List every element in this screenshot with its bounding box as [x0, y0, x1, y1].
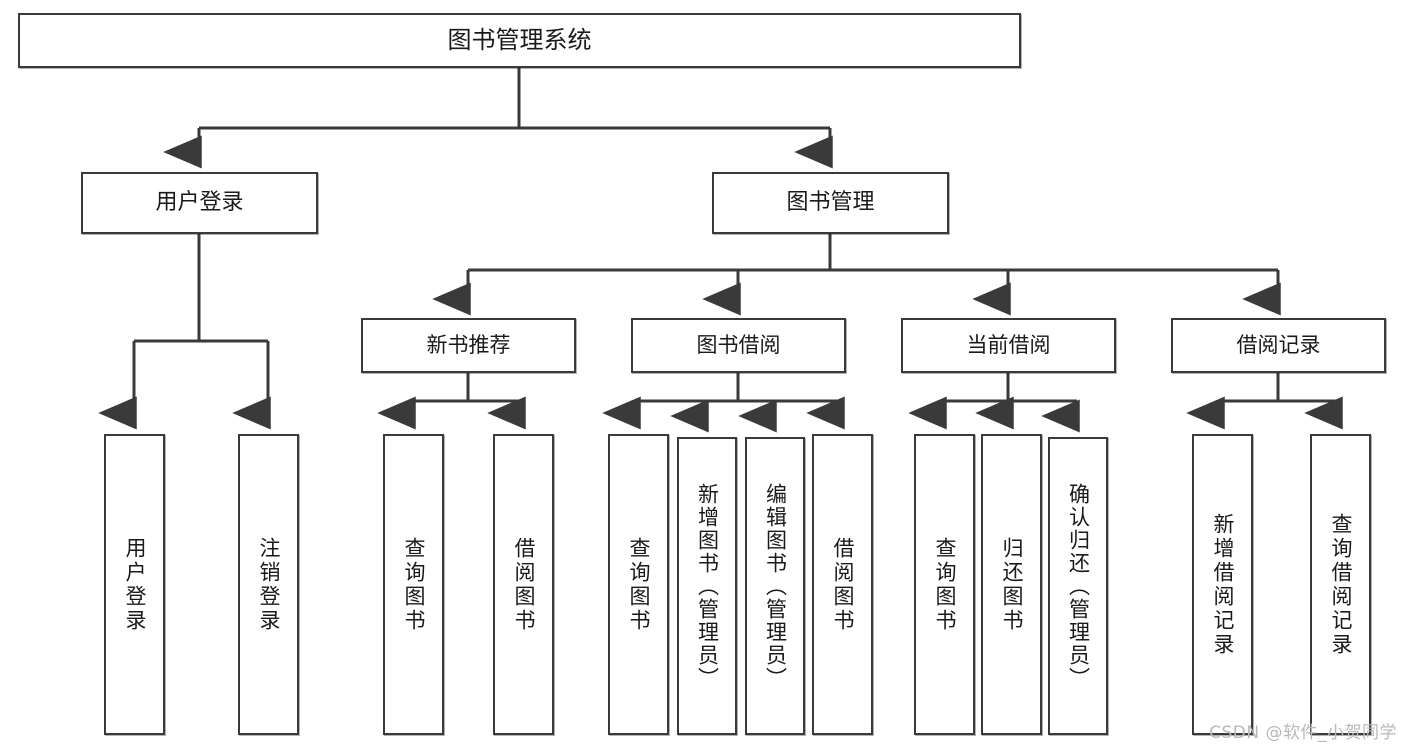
leaf-query-book-1-label: 查询图书 [402, 536, 426, 633]
node-book-manage[interactable]: 图书管理 [712, 172, 949, 234]
node-user-login[interactable]: 用户登录 [81, 172, 318, 234]
node-borrow-record[interactable]: 借阅记录 [1171, 318, 1386, 373]
leaf-edit-book-admin[interactable]: 编辑图书（管理员） [745, 437, 805, 735]
leaf-query-book-3-label: 查询图书 [933, 536, 957, 633]
leaf-add-borrow-record-label: 新增借阅记录 [1211, 512, 1235, 657]
leaf-user-logout[interactable]: 注销登录 [238, 434, 299, 735]
csdn-watermark: CSDN @软件_小贺同学 [1209, 723, 1397, 743]
leaf-return-book-label: 归还图书 [1000, 536, 1024, 633]
leaf-query-book-2-label: 查询图书 [627, 536, 651, 633]
leaf-return-book[interactable]: 归还图书 [981, 434, 1042, 735]
node-new-book-recommend[interactable]: 新书推荐 [361, 318, 576, 373]
leaf-add-book-admin[interactable]: 新增图书（管理员） [677, 437, 737, 735]
node-book-borrow[interactable]: 图书借阅 [631, 318, 846, 373]
leaf-user-login-label: 用户登录 [123, 536, 147, 633]
leaf-borrow-book-1[interactable]: 借阅图书 [493, 434, 554, 735]
leaf-user-login[interactable]: 用户登录 [104, 434, 165, 735]
leaf-add-book-admin-label: 新增图书（管理员） [695, 482, 720, 690]
leaf-query-borrow-record-label: 查询借阅记录 [1329, 512, 1353, 657]
node-new-book-recommend-label: 新书推荐 [426, 332, 511, 357]
leaf-query-borrow-record[interactable]: 查询借阅记录 [1310, 434, 1371, 735]
leaf-borrow-book-1-label: 借阅图书 [512, 536, 536, 633]
leaf-confirm-return-admin-label: 确认归还（管理员） [1066, 482, 1091, 690]
node-current-borrow-label: 当前借阅 [966, 332, 1051, 357]
leaf-edit-book-admin-label: 编辑图书（管理员） [763, 482, 788, 690]
node-book-manage-label: 图书管理 [786, 189, 875, 215]
node-root[interactable]: 图书管理系统 [18, 13, 1021, 68]
leaf-query-book-2[interactable]: 查询图书 [608, 434, 669, 735]
leaf-add-borrow-record[interactable]: 新增借阅记录 [1192, 434, 1253, 735]
leaf-user-logout-label: 注销登录 [257, 536, 281, 633]
leaf-borrow-book-2-label: 借阅图书 [831, 536, 855, 633]
node-root-label: 图书管理系统 [447, 26, 592, 55]
node-current-borrow[interactable]: 当前借阅 [901, 318, 1116, 373]
node-borrow-record-label: 借阅记录 [1236, 332, 1321, 357]
leaf-borrow-book-2[interactable]: 借阅图书 [812, 434, 873, 735]
node-book-borrow-label: 图书借阅 [696, 332, 781, 357]
leaf-confirm-return-admin[interactable]: 确认归还（管理员） [1048, 437, 1108, 735]
node-user-login-label: 用户登录 [155, 189, 244, 215]
leaf-query-book-3[interactable]: 查询图书 [914, 434, 975, 735]
leaf-query-book-1[interactable]: 查询图书 [383, 434, 444, 735]
